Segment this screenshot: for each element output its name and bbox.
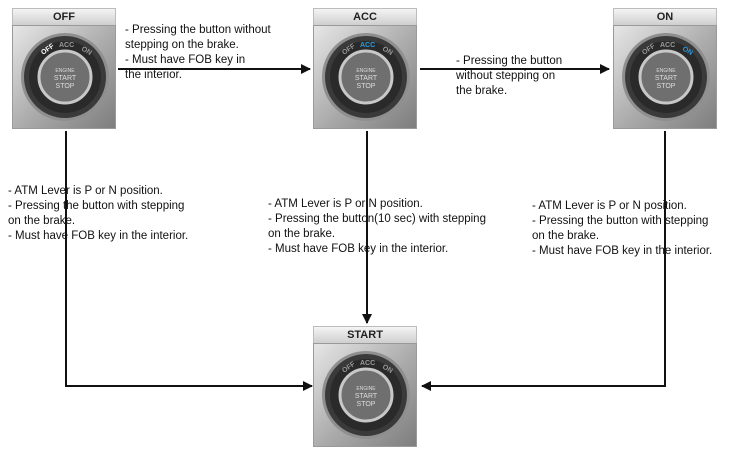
note-line: - ATM Lever is P or N position.: [532, 200, 687, 212]
note-line: - Pressing the button without: [125, 24, 271, 36]
start-stop-button-on: OFF ACC ON ENGINE START STOP: [622, 33, 710, 121]
note-acc-to-on: - Pressing the button without stepping o…: [456, 54, 562, 99]
start-stop-button-start: OFF ACC ON ENGINE START STOP: [322, 351, 410, 439]
button-text-line2: START: [355, 75, 378, 82]
state-off-title: OFF: [12, 8, 116, 25]
button-text-line3: STOP: [56, 83, 75, 90]
state-acc-title: ACC: [313, 8, 417, 25]
button-text-line1: ENGINE: [356, 68, 376, 74]
note-line: - Must have FOB key in: [125, 54, 246, 66]
state-acc: ACC OFF ACC ON ENGINE START STOP: [313, 8, 417, 129]
mode-label-on: ON: [681, 46, 694, 57]
button-text-line2: START: [355, 393, 378, 400]
button-text-line1: ENGINE: [656, 68, 676, 74]
state-start-title: START: [313, 326, 417, 343]
state-acc-panel: OFF ACC ON ENGINE START STOP: [313, 25, 417, 129]
mode-label-on: ON: [381, 46, 394, 57]
button-text-line3: STOP: [357, 83, 376, 90]
arrow-on-to-start: [421, 131, 666, 391]
mode-label-acc: ACC: [660, 42, 675, 49]
note-off-to-acc: - Pressing the button without stepping o…: [125, 23, 271, 83]
note-line: on the brake.: [268, 228, 336, 240]
mode-label-acc: ACC: [59, 42, 74, 49]
state-on: ON OFF ACC ON ENGINE START STOP: [613, 8, 717, 129]
note-line: - Pressing the button(10 sec) with stepp…: [268, 213, 486, 225]
note-line: - Pressing the button: [456, 55, 563, 67]
mode-label-on: ON: [80, 46, 93, 57]
button-text-line1: ENGINE: [356, 386, 376, 392]
start-stop-button-off: OFF ACC ON ENGINE START STOP: [21, 33, 109, 121]
mode-label-acc: ACC: [360, 360, 375, 367]
note-line: - Pressing the button with stepping: [8, 200, 185, 212]
note-line: - ATM Lever is P or N position.: [8, 185, 163, 197]
note-line: - ATM Lever is P or N position.: [268, 198, 423, 210]
arrow-off-to-start: [65, 131, 313, 391]
mode-label-acc: ACC: [360, 42, 375, 49]
note-line: stepping on the brake.: [125, 39, 239, 51]
note-line: - Must have FOB key in the interior.: [8, 230, 189, 242]
note-line: without stepping on: [456, 70, 556, 82]
mode-label-on: ON: [381, 364, 394, 375]
state-off-panel: OFF ACC ON ENGINE START STOP: [12, 25, 116, 129]
button-text-line3: STOP: [357, 401, 376, 408]
note-line: - Must have FOB key in the interior.: [532, 245, 713, 257]
note-on-to-start: - ATM Lever is P or N position. - Pressi…: [532, 199, 712, 259]
state-on-panel: OFF ACC ON ENGINE START STOP: [613, 25, 717, 129]
note-acc-to-start: - ATM Lever is P or N position. - Pressi…: [268, 197, 486, 257]
note-line: the brake.: [456, 85, 508, 97]
start-stop-button-acc: OFF ACC ON ENGINE START STOP: [322, 33, 410, 121]
note-off-to-start: - ATM Lever is P or N position. - Pressi…: [8, 184, 188, 244]
button-text-line2: START: [655, 75, 678, 82]
note-line: on the brake.: [532, 230, 600, 242]
note-line: - Pressing the button with stepping: [532, 215, 709, 227]
note-line: - Must have FOB key in the interior.: [268, 243, 449, 255]
state-on-title: ON: [613, 8, 717, 25]
state-start: START OFF ACC ON ENGINE START STOP: [313, 326, 417, 447]
note-line: on the brake.: [8, 215, 76, 227]
button-text-line3: STOP: [657, 83, 676, 90]
state-start-panel: OFF ACC ON ENGINE START STOP: [313, 343, 417, 447]
note-line: the interior.: [125, 69, 182, 81]
button-text-line2: START: [54, 75, 77, 82]
button-text-line1: ENGINE: [55, 68, 75, 74]
state-off: OFF OFF ACC ON ENGINE START STOP: [12, 8, 116, 129]
